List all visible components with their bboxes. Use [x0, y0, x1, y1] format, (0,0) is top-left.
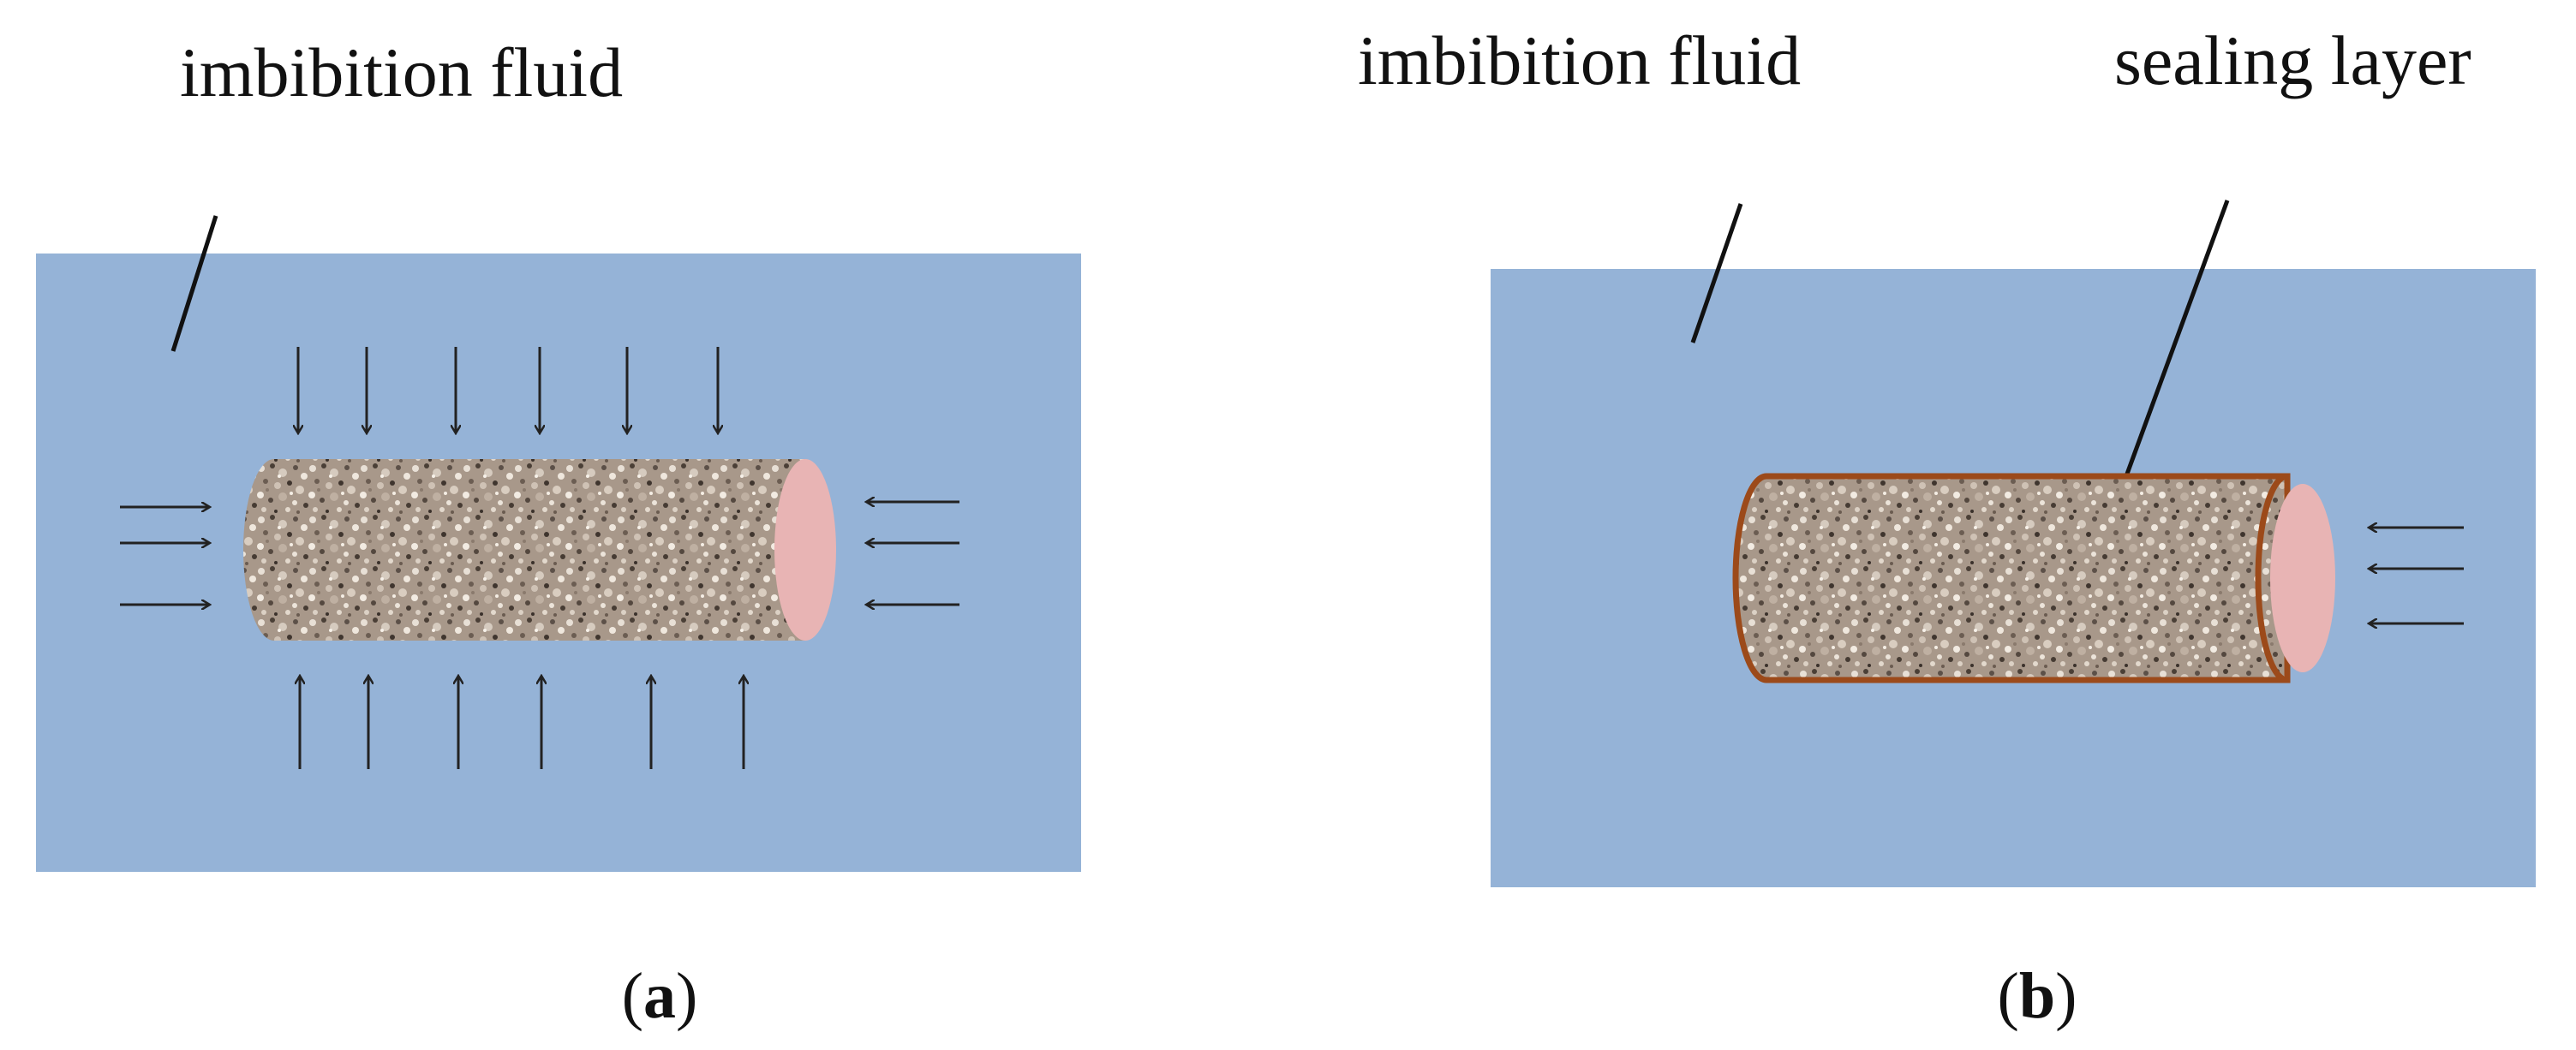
caption-a-close: )	[676, 960, 697, 1032]
caption-b-letter: b	[2019, 960, 2055, 1032]
left-arrows-a	[120, 507, 209, 605]
caption-a: (a)	[622, 960, 698, 1032]
bottom-arrows-a	[300, 677, 744, 769]
core-end-face-b	[2270, 484, 2335, 672]
fluid-leader-line-b	[1690, 203, 1743, 343]
caption-b: (b)	[1998, 960, 2077, 1032]
caption-b-open: (	[1998, 960, 2019, 1032]
caption-b-close: )	[2055, 960, 2077, 1032]
right-arrows-a	[867, 502, 959, 605]
sealed-rock-core-b-icon	[1732, 473, 2335, 683]
panel-a: imbibition fluid	[36, 33, 1081, 1032]
seal-label-b: sealing layer	[2114, 21, 2471, 99]
seal-leader-line-b	[2124, 200, 2230, 477]
caption-a-open: (	[622, 960, 643, 1032]
caption-a-letter: a	[643, 960, 676, 1032]
top-arrows-a	[298, 347, 718, 433]
sealing-layer-rim	[2255, 473, 2288, 683]
rock-core-a-icon	[243, 459, 836, 641]
core-end-face-a	[774, 459, 836, 641]
right-arrows-b	[2370, 528, 2464, 623]
fluid-label-b: imbibition fluid	[1358, 21, 1801, 99]
fluid-label-a: imbibition fluid	[180, 33, 623, 111]
panel-b: imbibition fluid sealing layer (b)	[1358, 21, 2536, 1032]
fluid-leader-line-a	[170, 215, 218, 352]
